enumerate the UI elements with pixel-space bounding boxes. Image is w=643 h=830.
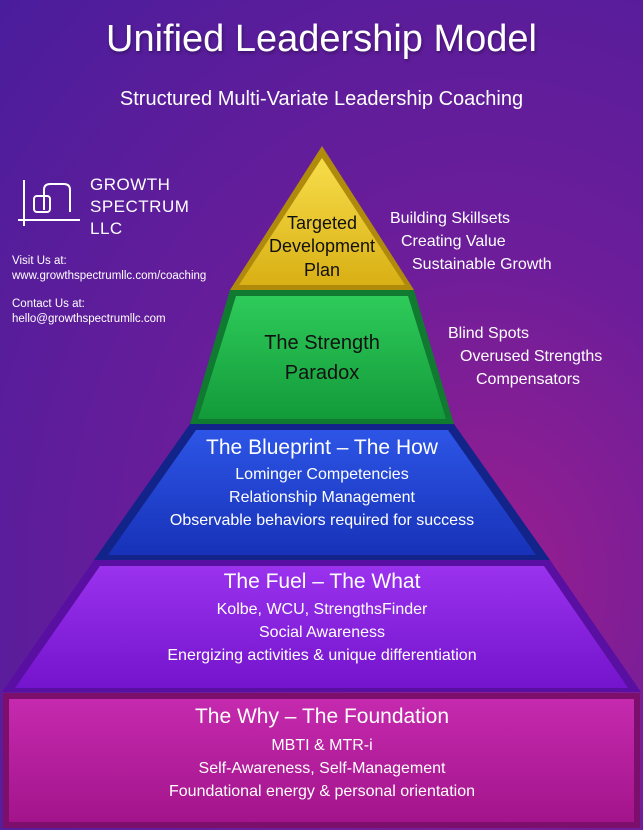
blueprint-line-1: Lominger Competencies [235, 466, 409, 483]
fuel-line-2: Social Awareness [259, 624, 385, 641]
foundation-title: The Why – The Foundation [194, 705, 450, 728]
brand-line: GROWTH [90, 175, 171, 194]
top-tier-title-1: Targeted [286, 213, 358, 233]
strength-note-1: Blind Spots [448, 325, 529, 342]
contact-label: Contact Us at: [12, 298, 85, 310]
foundation-line-3: Foundational energy & personal orientati… [169, 783, 475, 800]
fuel-line-3: Energizing activities & unique different… [167, 647, 477, 664]
brand-line: LLC [90, 219, 123, 238]
strength-title-2: Paradox [284, 362, 360, 384]
foundation-line-2: Self-Awareness, Self-Management [198, 760, 446, 777]
contact-email[interactable]: hello@growthspectrumllc.com [12, 313, 166, 325]
blueprint-title: The Blueprint – The How [206, 436, 438, 459]
top-note-3: Sustainable Growth [412, 256, 552, 273]
strength-note-2: Overused Strengths [460, 348, 603, 365]
brand-name: GROWTH SPECTRUM LLC [90, 174, 189, 240]
fuel-title: The Fuel – The What [223, 570, 421, 593]
page-subtitle: Structured Multi-Variate Leadership Coac… [119, 88, 524, 110]
page-title: Unified Leadership Model [106, 18, 537, 60]
top-note-2: Creating Value [401, 233, 506, 250]
foundation-line-1: MBTI & MTR-i [271, 737, 373, 754]
brand-line: SPECTRUM [90, 197, 190, 216]
growth-chart-icon [18, 180, 80, 226]
visit-label: Visit Us at: [12, 255, 67, 267]
top-note-1: Building Skillsets [390, 210, 511, 227]
blueprint-line-2: Relationship Management [229, 489, 415, 506]
strength-note-3: Compensators [476, 371, 581, 388]
top-tier-title-2: Development [268, 236, 376, 256]
strength-title-1: The Strength [264, 332, 380, 354]
top-tier-title-3: Plan [303, 260, 341, 280]
blueprint-line-3: Observable behaviors required for succes… [169, 512, 475, 529]
fuel-line-1: Kolbe, WCU, StrengthsFinder [216, 601, 428, 618]
visit-url[interactable]: www.growthspectrumllc.com/coaching [12, 270, 207, 282]
